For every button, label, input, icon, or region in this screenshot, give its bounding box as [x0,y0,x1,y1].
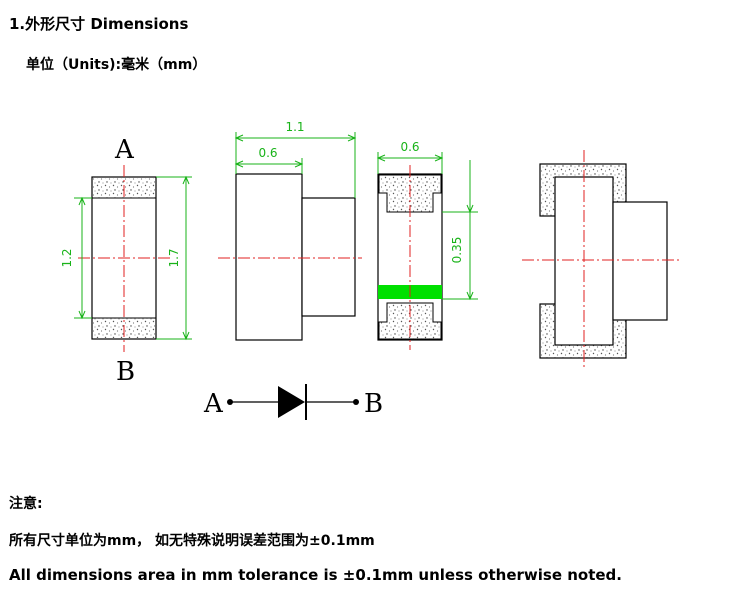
dim-0-6-side [234,158,304,174]
dim-0-6-side-label: 0.6 [258,146,277,160]
symbol-label-a: A [203,389,224,419]
dim-1-2-label: 1.2 [60,248,74,267]
end-view: 0.6 0.35 [376,140,478,350]
dim-1-2 [74,196,92,320]
note-heading: 注意: [9,496,43,512]
side-lens [301,197,356,317]
top-view: A B 1.2 1.7 [60,135,192,387]
dim-0-35 [442,160,478,301]
note-english: All dimensions area in mm tolerance is ±… [9,566,622,584]
dim-1-1-label: 1.1 [285,120,304,134]
label-a-top: A [114,135,135,165]
side-body [235,173,303,341]
diode-triangle [278,386,305,418]
side-view: 1.1 0.6 [218,120,362,341]
symbol-label-b: B [364,389,383,419]
page-title: 1.外形尺寸 Dimensions [9,15,189,33]
dim-0-6-end [376,152,444,174]
dim-0-6-end-label: 0.6 [400,140,419,154]
dim-1-1 [234,132,357,198]
dim-1-7 [156,175,192,341]
label-b-top: B [116,357,135,387]
bottom-view [522,150,680,368]
diode-symbol: A B [203,384,383,420]
units-label: 单位（Units):毫米（mm） [26,57,207,73]
note-chinese: 所有尺寸单位为mm， 如无特殊说明误差范围为±0.1mm [9,533,375,549]
bottom-lens [612,201,668,321]
dim-1-7-label: 1.7 [167,248,181,267]
dim-0-35-label: 0.35 [450,237,464,264]
